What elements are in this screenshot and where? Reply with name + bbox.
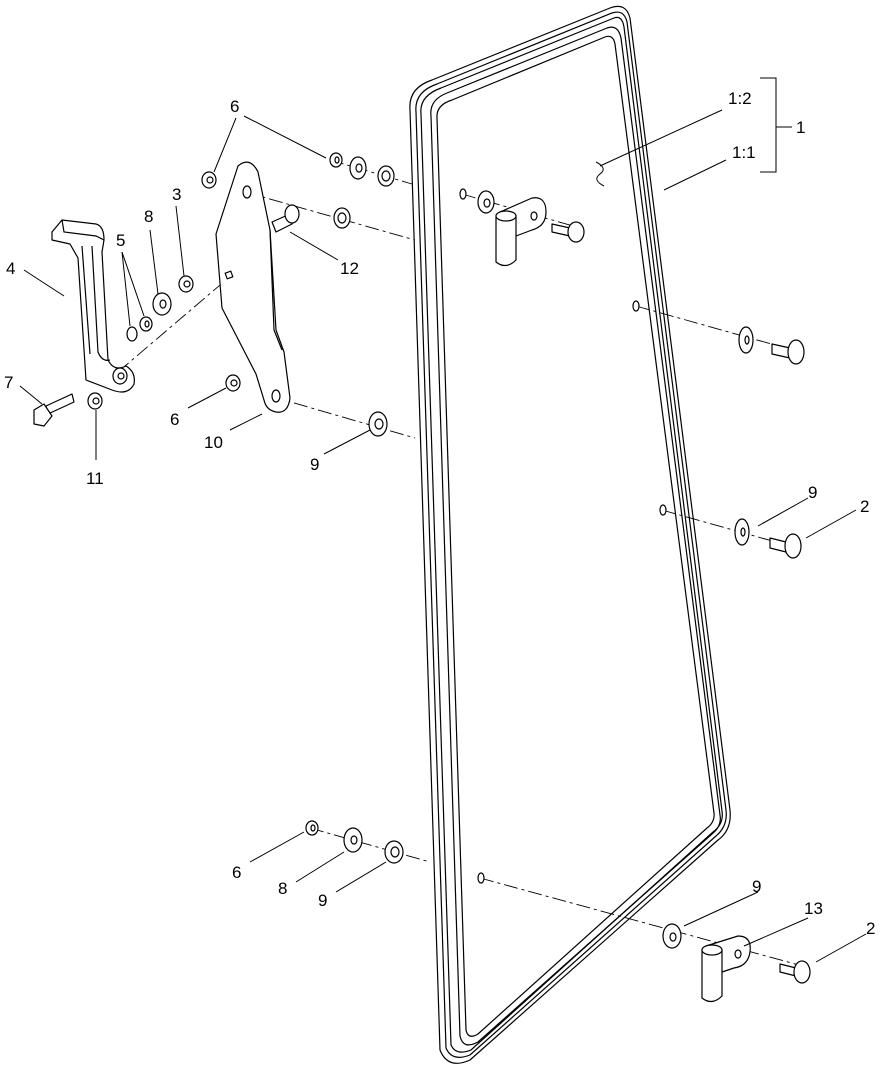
plate-nut-mid-6 <box>225 374 241 392</box>
washer-8 <box>152 292 172 316</box>
upper-glass-washer <box>477 190 495 214</box>
upper-glass-bolt <box>551 221 585 243</box>
callout-8-upper: 8 <box>144 207 153 226</box>
callout-1: 1 <box>796 118 805 137</box>
door-glass-panel <box>409 5 731 1064</box>
glass-mount-holes <box>459 188 667 884</box>
top-grommet-9b <box>333 207 351 229</box>
callout-9-lower-right: 9 <box>752 877 761 896</box>
upper-hinge-knuckle <box>495 197 547 267</box>
lower-right-washer-9 <box>662 923 682 949</box>
spacers-5 <box>126 316 153 342</box>
right-upper-bolt <box>738 326 805 365</box>
callout-6-mid: 6 <box>170 410 179 429</box>
callout-7: 7 <box>4 373 13 392</box>
callout-9-right: 9 <box>808 483 817 502</box>
callout-9-mid: 9 <box>310 455 319 474</box>
callout-2-lower: 2 <box>866 919 875 938</box>
lower-nut-6 <box>305 820 319 836</box>
lower-grommet-9 <box>384 840 404 864</box>
callout-1-1: 1:1 <box>732 143 756 162</box>
top-washer-8 <box>349 156 367 180</box>
callout-3: 3 <box>172 185 181 204</box>
right-middle-bolt <box>734 518 802 559</box>
callout-6-bottom: 6 <box>232 863 241 882</box>
top-nut-6 <box>329 152 343 168</box>
lower-hinge-13 <box>701 935 751 1003</box>
callout-13: 13 <box>804 899 823 918</box>
lower-washer-8 <box>343 827 363 853</box>
callout-2-upper: 2 <box>860 497 869 516</box>
callout-labels: 1 1:2 1:1 6 3 8 5 4 12 7 6 10 9 11 9 2 6… <box>4 89 875 938</box>
top-grommet-9 <box>377 165 395 187</box>
nut-3 <box>178 275 194 293</box>
bolt-7 <box>33 393 75 427</box>
leader-lines <box>19 77 867 963</box>
latch-arm-4 <box>51 219 135 393</box>
plate-stud-12 <box>271 204 300 233</box>
plate-nut-top-6 <box>201 171 217 189</box>
callout-4: 4 <box>6 259 15 278</box>
lower-right-bolt-2 <box>779 960 811 984</box>
callout-11: 11 <box>86 469 104 488</box>
callout-9-bottom: 9 <box>318 891 327 910</box>
callout-6-top: 6 <box>230 97 239 116</box>
callout-1-2: 1:2 <box>728 89 752 108</box>
hinge-plate-10 <box>215 161 291 413</box>
callout-12: 12 <box>340 259 359 278</box>
plate-grommet-9 <box>368 411 388 437</box>
nut-11 <box>87 392 103 410</box>
assembly-axes <box>117 159 811 969</box>
callout-5: 5 <box>116 231 125 250</box>
callout-8-lower: 8 <box>278 879 287 898</box>
callout-10: 10 <box>204 433 223 452</box>
